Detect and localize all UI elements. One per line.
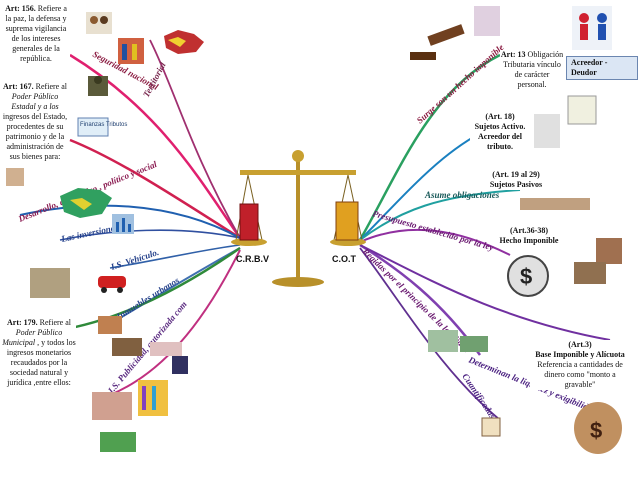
branch-surge-line — [358, 53, 501, 241]
art13-text: Obligación Tributaria vínculo de carácte… — [503, 50, 564, 89]
art18-line3: Acreedor del tributo. — [478, 132, 522, 151]
branch-asume-line — [359, 189, 521, 241]
center-right-label: C.O.T — [332, 254, 357, 264]
art36-line2: Hecho Imponible — [499, 236, 559, 245]
label-inversiones: Las inversiones — [59, 222, 119, 244]
branch-cuantificadas-line — [359, 247, 501, 421]
art19-line1: (Art. 19 al 29) — [492, 170, 540, 179]
branch-inversiones-line — [59, 229, 241, 241]
art36-line1: (Art.36-38) — [510, 226, 548, 235]
branch-estadal-line — [69, 138, 241, 240]
branch-vehiculo-line — [109, 244, 241, 269]
box-art156: Art: 156. Refiere a la paz, la defensa y… — [2, 4, 70, 64]
art19-line2: Sujetos Pasivos — [489, 180, 543, 189]
art18-line1: (Art. 18) — [485, 112, 515, 121]
box-art18: (Art. 18) Sujetos Activo. Acreedor del t… — [470, 112, 530, 152]
box-art36: (Art.36-38) Hecho Imponible — [494, 226, 564, 246]
label-desarrollo: Desarrollo, económico , político y socia… — [16, 159, 159, 224]
box-art13: Art: 13 Obligación Tributaria vínculo de… — [500, 50, 564, 90]
art167-text-b: Poder Público Estadal y a los — [11, 92, 59, 111]
art3-line1: (Art.3) — [568, 340, 592, 349]
art156-text: Refiere a la paz, la defensa y suprema v… — [5, 4, 67, 63]
art179-text-a: Refiere al — [39, 318, 71, 327]
art167-text-c: ingresos del Estado, procedentes de su p… — [2, 112, 68, 161]
art167-number: Art: 167. — [3, 82, 34, 91]
art3-line2: Base Imponible y Alícuota — [535, 350, 625, 359]
branch-publicidad-line — [109, 249, 241, 396]
art18-line2: Sujetos Activo. — [474, 122, 526, 131]
branch-presupuesto-line — [359, 228, 511, 256]
balance-scale-icon — [231, 150, 366, 287]
art3-line3: Referencia a cantidades de dinero como "… — [537, 360, 623, 389]
branch-desarrollo-line — [19, 204, 241, 239]
label-presupuesto: Presupuesto establecido por la ley — [371, 208, 495, 252]
art179-text-c: , y todos los ingresos monetarios recaud… — [6, 338, 76, 387]
label-cuantificadas: Cuantificadas — [460, 372, 498, 421]
box-art179: Art: 179. Refiere al Poder Público Munic… — [2, 318, 76, 388]
art156-number: Art: 156. — [5, 4, 36, 13]
box-art19: (Art. 19 al 29) Sujetos Pasivos — [484, 170, 548, 190]
art179-number: Art: 179. — [7, 318, 38, 327]
acreedor-deudor-tag: Acreedor - Deudor — [566, 56, 638, 80]
branch-territorial-line — [149, 39, 241, 239]
label-vehiculo: I.S. Vehículo. — [109, 247, 161, 272]
art167-text-a: Refiere al — [35, 82, 67, 91]
box-art3: (Art.3) Base Imponible y Alícuota Refere… — [530, 340, 630, 390]
branch-municipal-line — [59, 246, 241, 332]
art13-number: Art: 13 — [500, 50, 526, 59]
label-regidas: Regidas por el principio de la legalidad — [360, 246, 472, 355]
center-left-label: C.R.B.V — [236, 254, 269, 264]
branch-base-line — [359, 244, 611, 341]
label-asume: Asume obligaciones — [424, 190, 500, 200]
art179-text-b: Poder Público Municipal — [2, 328, 63, 347]
box-art167: Art: 167. Refiere al Poder Público Estad… — [2, 82, 68, 162]
